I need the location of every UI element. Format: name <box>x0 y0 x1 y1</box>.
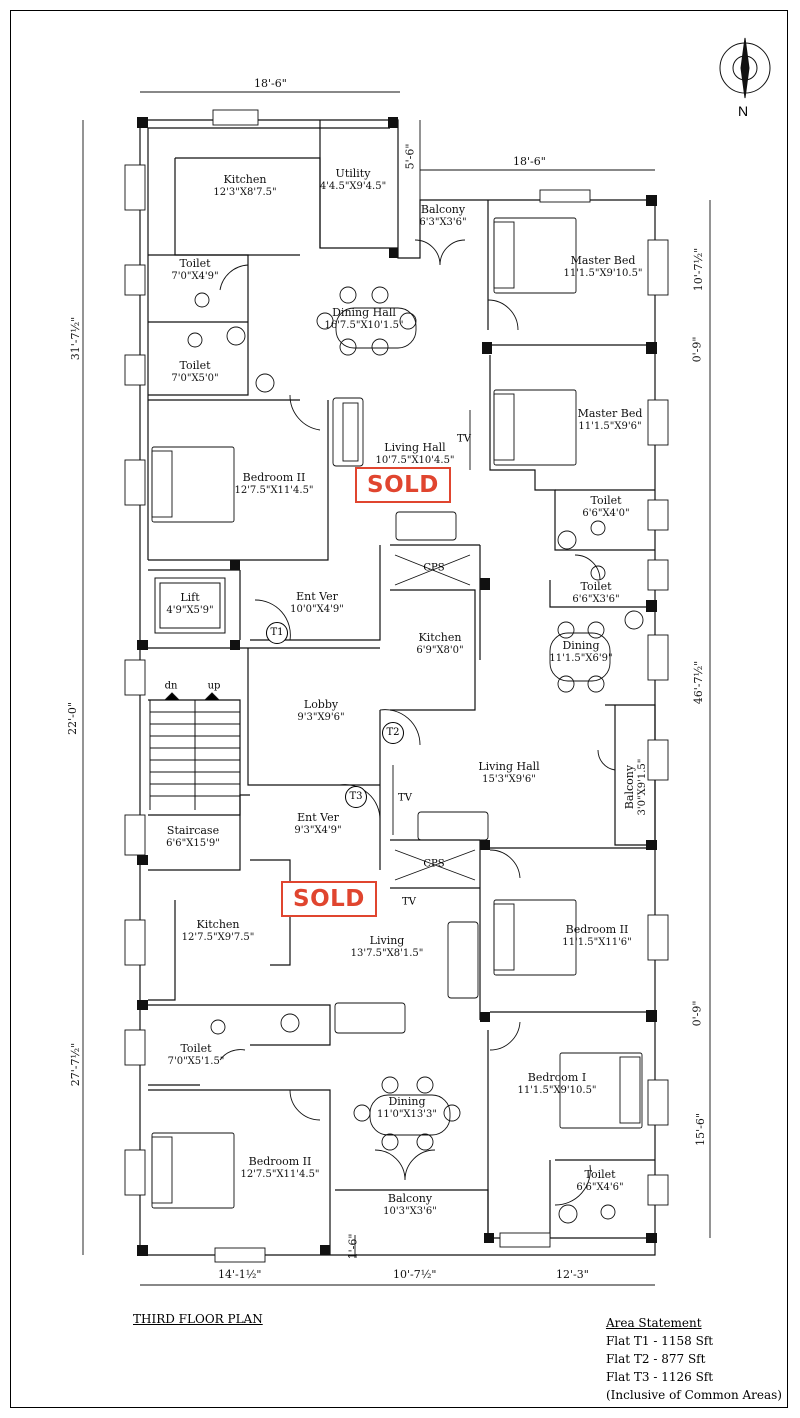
cps-label-1: CPS <box>423 562 445 574</box>
flat-marker-t3: T3 <box>345 786 367 808</box>
area-statement: Area Statement Flat T1 - 1158 Sft Flat T… <box>606 1314 782 1404</box>
area-t3: Flat T3 - 1126 Sft <box>605 1370 714 1384</box>
dim-right-2: 0'-9" <box>690 336 704 363</box>
sold-stamp-t3: SOLD <box>281 881 377 917</box>
flat-marker-t1: T1 <box>266 622 288 644</box>
area-heading: Area Statement <box>605 1316 702 1330</box>
area-note: (Inclusive of Common Areas) <box>605 1388 782 1402</box>
plan-title: THIRD FLOOR PLAN <box>133 1312 263 1326</box>
tv-label-t3: TV <box>402 896 416 908</box>
cps-label-2: CPS <box>423 858 445 870</box>
sold-stamp-t1: SOLD <box>355 467 451 503</box>
dim-bottom-3: 12'-3" <box>556 1268 589 1281</box>
dim-top-right-width: 18'-6" <box>513 155 546 168</box>
dim-top-width: 18'-6" <box>254 77 287 90</box>
stair-up-label: up <box>207 680 221 692</box>
dim-left-mid: 22'-0" <box>65 702 79 735</box>
dim-right-4: 0'-9" <box>690 1000 704 1027</box>
dim-left-top: 31'-7½" <box>69 316 83 361</box>
dim-top-offset: 5'-6" <box>403 143 417 170</box>
sheet-border <box>10 10 788 1408</box>
dim-bottom-2: 10'-7½" <box>393 1268 437 1281</box>
flat-marker-t2: T2 <box>382 722 404 744</box>
north-label: N <box>738 103 749 119</box>
area-t2: Flat T2 - 877 Sft <box>605 1352 706 1366</box>
dim-left-bottom: 27'-7½" <box>69 1042 83 1087</box>
dim-right-3: 46'-7½" <box>692 660 706 705</box>
dim-bottom-offset: 1'-6" <box>346 1233 360 1260</box>
tv-label-t1: TV <box>457 433 471 445</box>
dim-bottom-1: 14'-1½" <box>218 1268 262 1281</box>
stair-dn-label: dn <box>164 680 178 692</box>
tv-label-t2: TV <box>398 792 412 804</box>
dim-right-1: 10'-7½" <box>692 247 706 292</box>
area-t1: Flat T1 - 1158 Sft <box>605 1334 714 1348</box>
dim-right-5: 15'-6" <box>693 1113 707 1146</box>
